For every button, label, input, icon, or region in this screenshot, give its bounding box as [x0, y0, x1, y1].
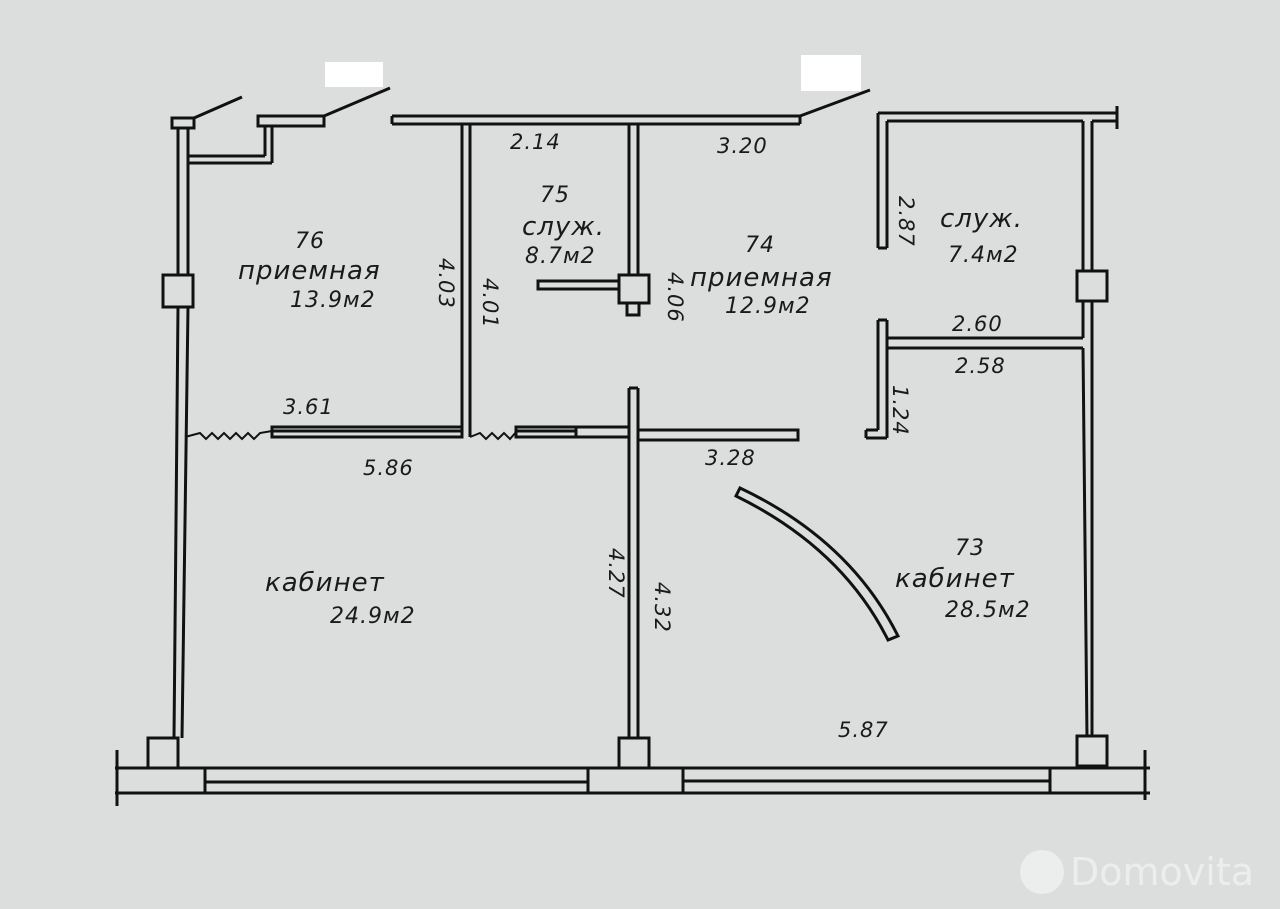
dimension-4-32: 4.32	[650, 582, 674, 633]
room-cabinet-left-name: кабинет	[265, 568, 385, 598]
entrance-door-left	[188, 86, 391, 165]
dimension-1-24: 1.24	[888, 385, 912, 436]
dimension-4-03: 4.03	[434, 258, 458, 309]
redaction-box-right	[801, 55, 861, 91]
room-service-name: служ.	[940, 204, 1023, 234]
dimension-2-58: 2.58	[955, 354, 1006, 378]
short-wall-124	[864, 318, 889, 440]
room-75-name: служ.	[522, 212, 605, 242]
room-74-name: приемная	[690, 263, 833, 293]
wall-76-75	[460, 124, 472, 437]
dimension-4-01: 4.01	[478, 278, 502, 329]
dimension-2-14: 2.14	[510, 130, 561, 154]
domovita-logo-icon	[1020, 850, 1064, 894]
room-76-area: 13.9м2	[290, 288, 376, 313]
room-75-area: 8.7м2	[525, 244, 596, 269]
bottom-exterior-wall	[115, 750, 1150, 806]
curved-partition	[733, 486, 901, 642]
dimension-5-86: 5.86	[363, 456, 414, 480]
room-73-name: кабинет	[895, 564, 1015, 594]
room-74-number: 74	[745, 233, 775, 258]
dimension-3-20: 3.20	[717, 134, 768, 158]
room-75-number: 75	[540, 183, 570, 208]
room-service-area: 7.4м2	[948, 243, 1019, 268]
watermark-text: Domovita	[1070, 850, 1255, 894]
left-exterior-wall	[146, 116, 196, 770]
room-76-number: 76	[295, 229, 325, 254]
wall-75-74	[536, 124, 651, 317]
redaction-box-left	[325, 62, 383, 87]
watermark: Domovita	[1020, 850, 1254, 894]
room-76-name: приемная	[238, 256, 381, 286]
dimension-3-61: 3.61	[283, 395, 334, 419]
top-interior-wall	[390, 88, 871, 126]
middle-horizontal-wall	[184, 425, 800, 442]
wall-between-cabinets	[617, 386, 651, 770]
dimension-4-06: 4.06	[663, 272, 687, 323]
dimension-3-28: 3.28	[705, 446, 756, 470]
room-73-number: 73	[955, 536, 985, 561]
room-74-area: 12.9м2	[725, 294, 811, 319]
room-cabinet-left-area: 24.9м2	[330, 604, 416, 629]
room-73-area: 28.5м2	[945, 598, 1031, 623]
dimension-2-87: 2.87	[894, 196, 918, 247]
right-service-room-walls	[876, 106, 1119, 768]
dimension-2-60: 2.60	[952, 312, 1003, 336]
dimension-5-87: 5.87	[838, 718, 889, 742]
dimension-4-27: 4.27	[604, 548, 628, 599]
